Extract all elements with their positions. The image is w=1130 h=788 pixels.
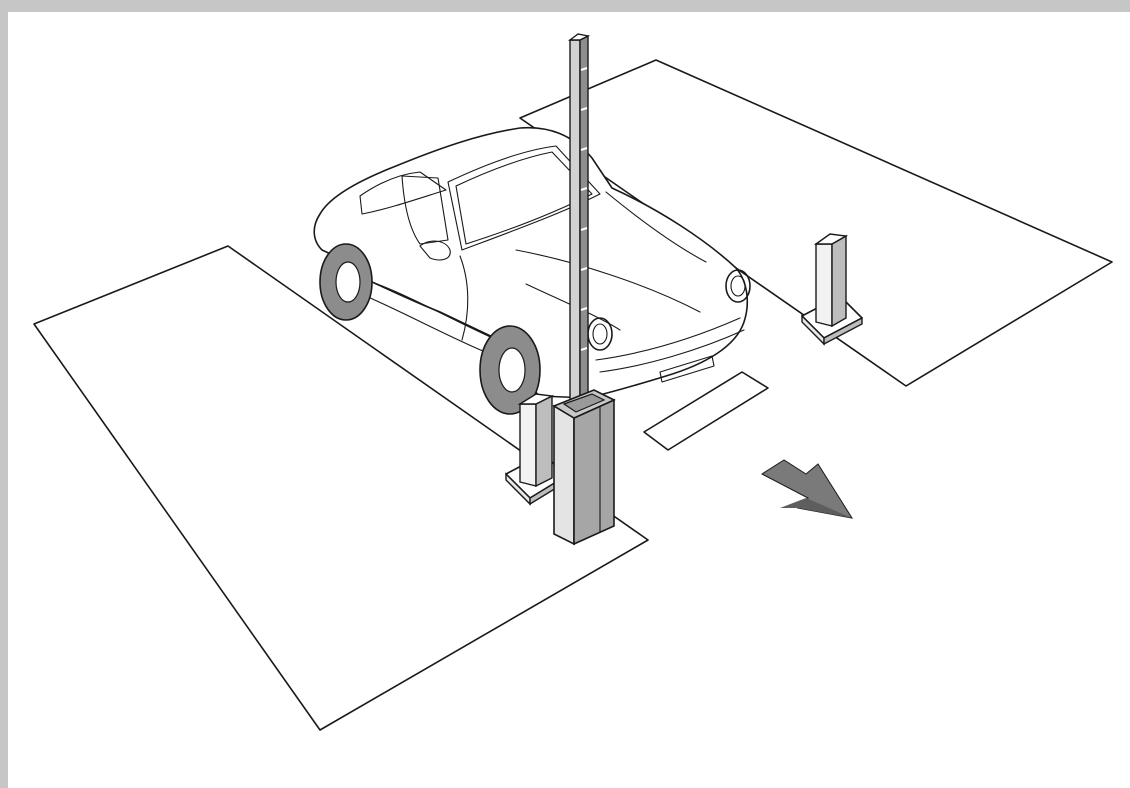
photocell-post-right	[801, 233, 863, 346]
arrow-down-right-icon	[761, 459, 854, 519]
barrier-pole	[567, 33, 591, 401]
photocell-post-left	[505, 393, 567, 506]
right-island	[519, 59, 1113, 387]
rear-wheel	[319, 243, 373, 321]
car	[313, 126, 751, 415]
left-island	[33, 245, 649, 731]
front-wheel	[479, 325, 541, 415]
barrier-cabinet	[552, 389, 616, 546]
induction-loop	[643, 371, 769, 451]
